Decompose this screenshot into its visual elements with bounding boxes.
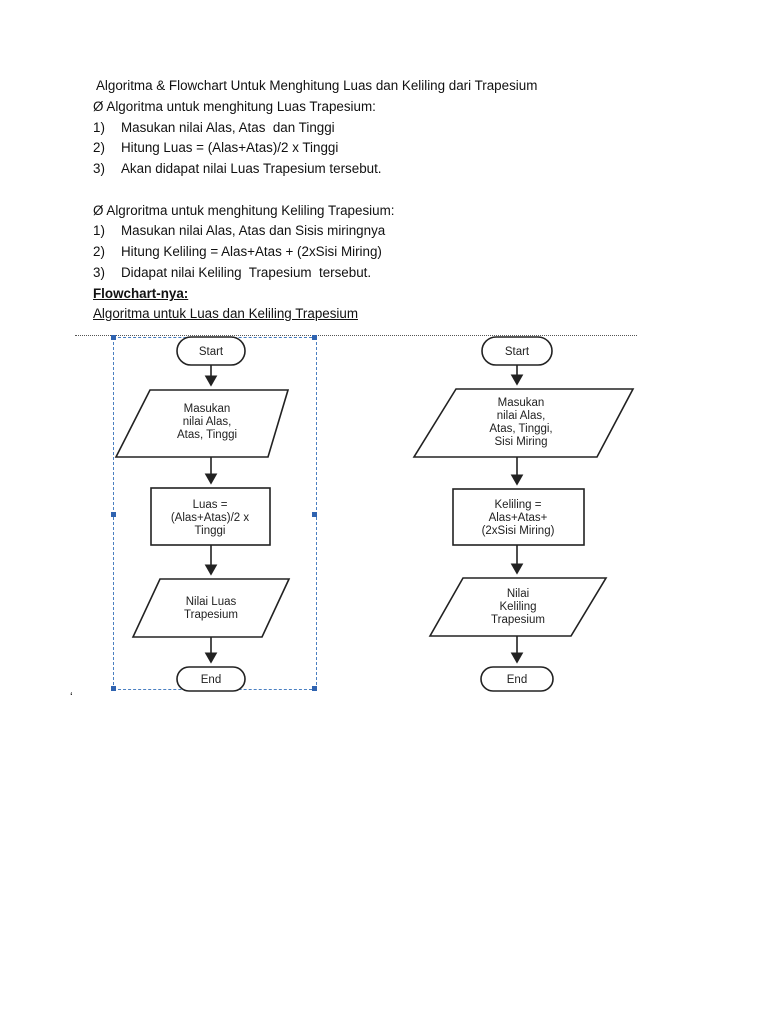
dotted-divider (75, 335, 637, 336)
list-number: 2) (93, 244, 105, 259)
end-label: End (201, 674, 221, 686)
process-box (150, 487, 271, 546)
process-label-line: Alas+Atas+ (489, 512, 548, 524)
document-title: Algoritma & Flowchart Untuk Menghitung L… (93, 78, 538, 93)
resize-handle[interactable] (312, 512, 317, 517)
output-label-line: Nilai Luas (186, 596, 237, 608)
end-terminator (176, 666, 246, 692)
input-label-line: Sisi Miring (494, 436, 547, 448)
start-label: Start (505, 346, 530, 358)
resize-handle[interactable] (312, 686, 317, 691)
resize-handle[interactable] (111, 686, 116, 691)
flowchart-heading: Flowchart-nya: (93, 286, 189, 301)
section2-heading: Ø Algroritma untuk menghitung Keliling T… (93, 203, 395, 218)
resize-handle[interactable] (111, 512, 116, 517)
output-label-line: Trapesium (491, 614, 545, 626)
list-number: 3) (93, 265, 105, 280)
input-label-line: Atas, Tinggi (177, 429, 237, 441)
input-parallelogram (412, 388, 635, 458)
list-number: 2) (93, 140, 105, 155)
list-item: Masukan nilai Alas, Atas dan Tinggi (121, 120, 335, 135)
input-label-line: nilai Alas, (183, 416, 232, 428)
process-label-line: Tinggi (195, 525, 226, 537)
list-item: Masukan nilai Alas, Atas dan Sisis mirin… (121, 223, 386, 238)
end-label: End (507, 674, 527, 686)
output-parallelogram (428, 577, 608, 637)
output-parallelogram (131, 578, 291, 638)
resize-handle[interactable] (111, 335, 116, 340)
process-label-line: Luas = (193, 499, 228, 511)
list-item: Hitung Luas = (Alas+Atas)/2 x Tinggi (121, 140, 339, 155)
list-item: Hitung Keliling = Alas+Atas + (2xSisi Mi… (121, 244, 382, 259)
resize-handle[interactable] (312, 335, 317, 340)
process-label-line: (2xSisi Miring) (482, 525, 555, 537)
input-label-line: nilai Alas, (497, 410, 546, 422)
input-label-line: Masukan (498, 397, 545, 409)
end-terminator (480, 666, 554, 692)
list-number: 1) (93, 223, 105, 238)
flowchart-subheading: Algoritma untuk Luas dan Keliling Trapes… (93, 306, 358, 321)
output-label-line: Trapesium (184, 609, 238, 621)
list-number: 3) (93, 161, 105, 176)
process-box (452, 488, 585, 546)
output-label-line: Nilai (507, 588, 529, 600)
input-parallelogram (114, 389, 290, 458)
input-label-line: Masukan (184, 403, 231, 415)
flow-keliling: Start Masukan nilai Alas, Atas, Tinggi, … (412, 336, 635, 692)
stray-mark: ʻ (70, 690, 73, 704)
input-label-line: Atas, Tinggi, (489, 423, 552, 435)
start-label: Start (199, 346, 224, 358)
list-item: Akan didapat nilai Luas Trapesium terseb… (121, 161, 382, 176)
list-number: 1) (93, 120, 105, 135)
section1-heading: Ø Algoritma untuk menghitung Luas Trapes… (93, 99, 376, 114)
list-item: Didapat nilai Keliling Trapesium tersebu… (121, 265, 372, 280)
process-label-line: Keliling = (495, 499, 542, 511)
flow-luas: Start Masukan nilai Alas, Atas, Tinggi L… (114, 336, 291, 692)
output-label-line: Keliling (499, 601, 536, 613)
process-label-line: (Alas+Atas)/2 x (171, 512, 250, 524)
